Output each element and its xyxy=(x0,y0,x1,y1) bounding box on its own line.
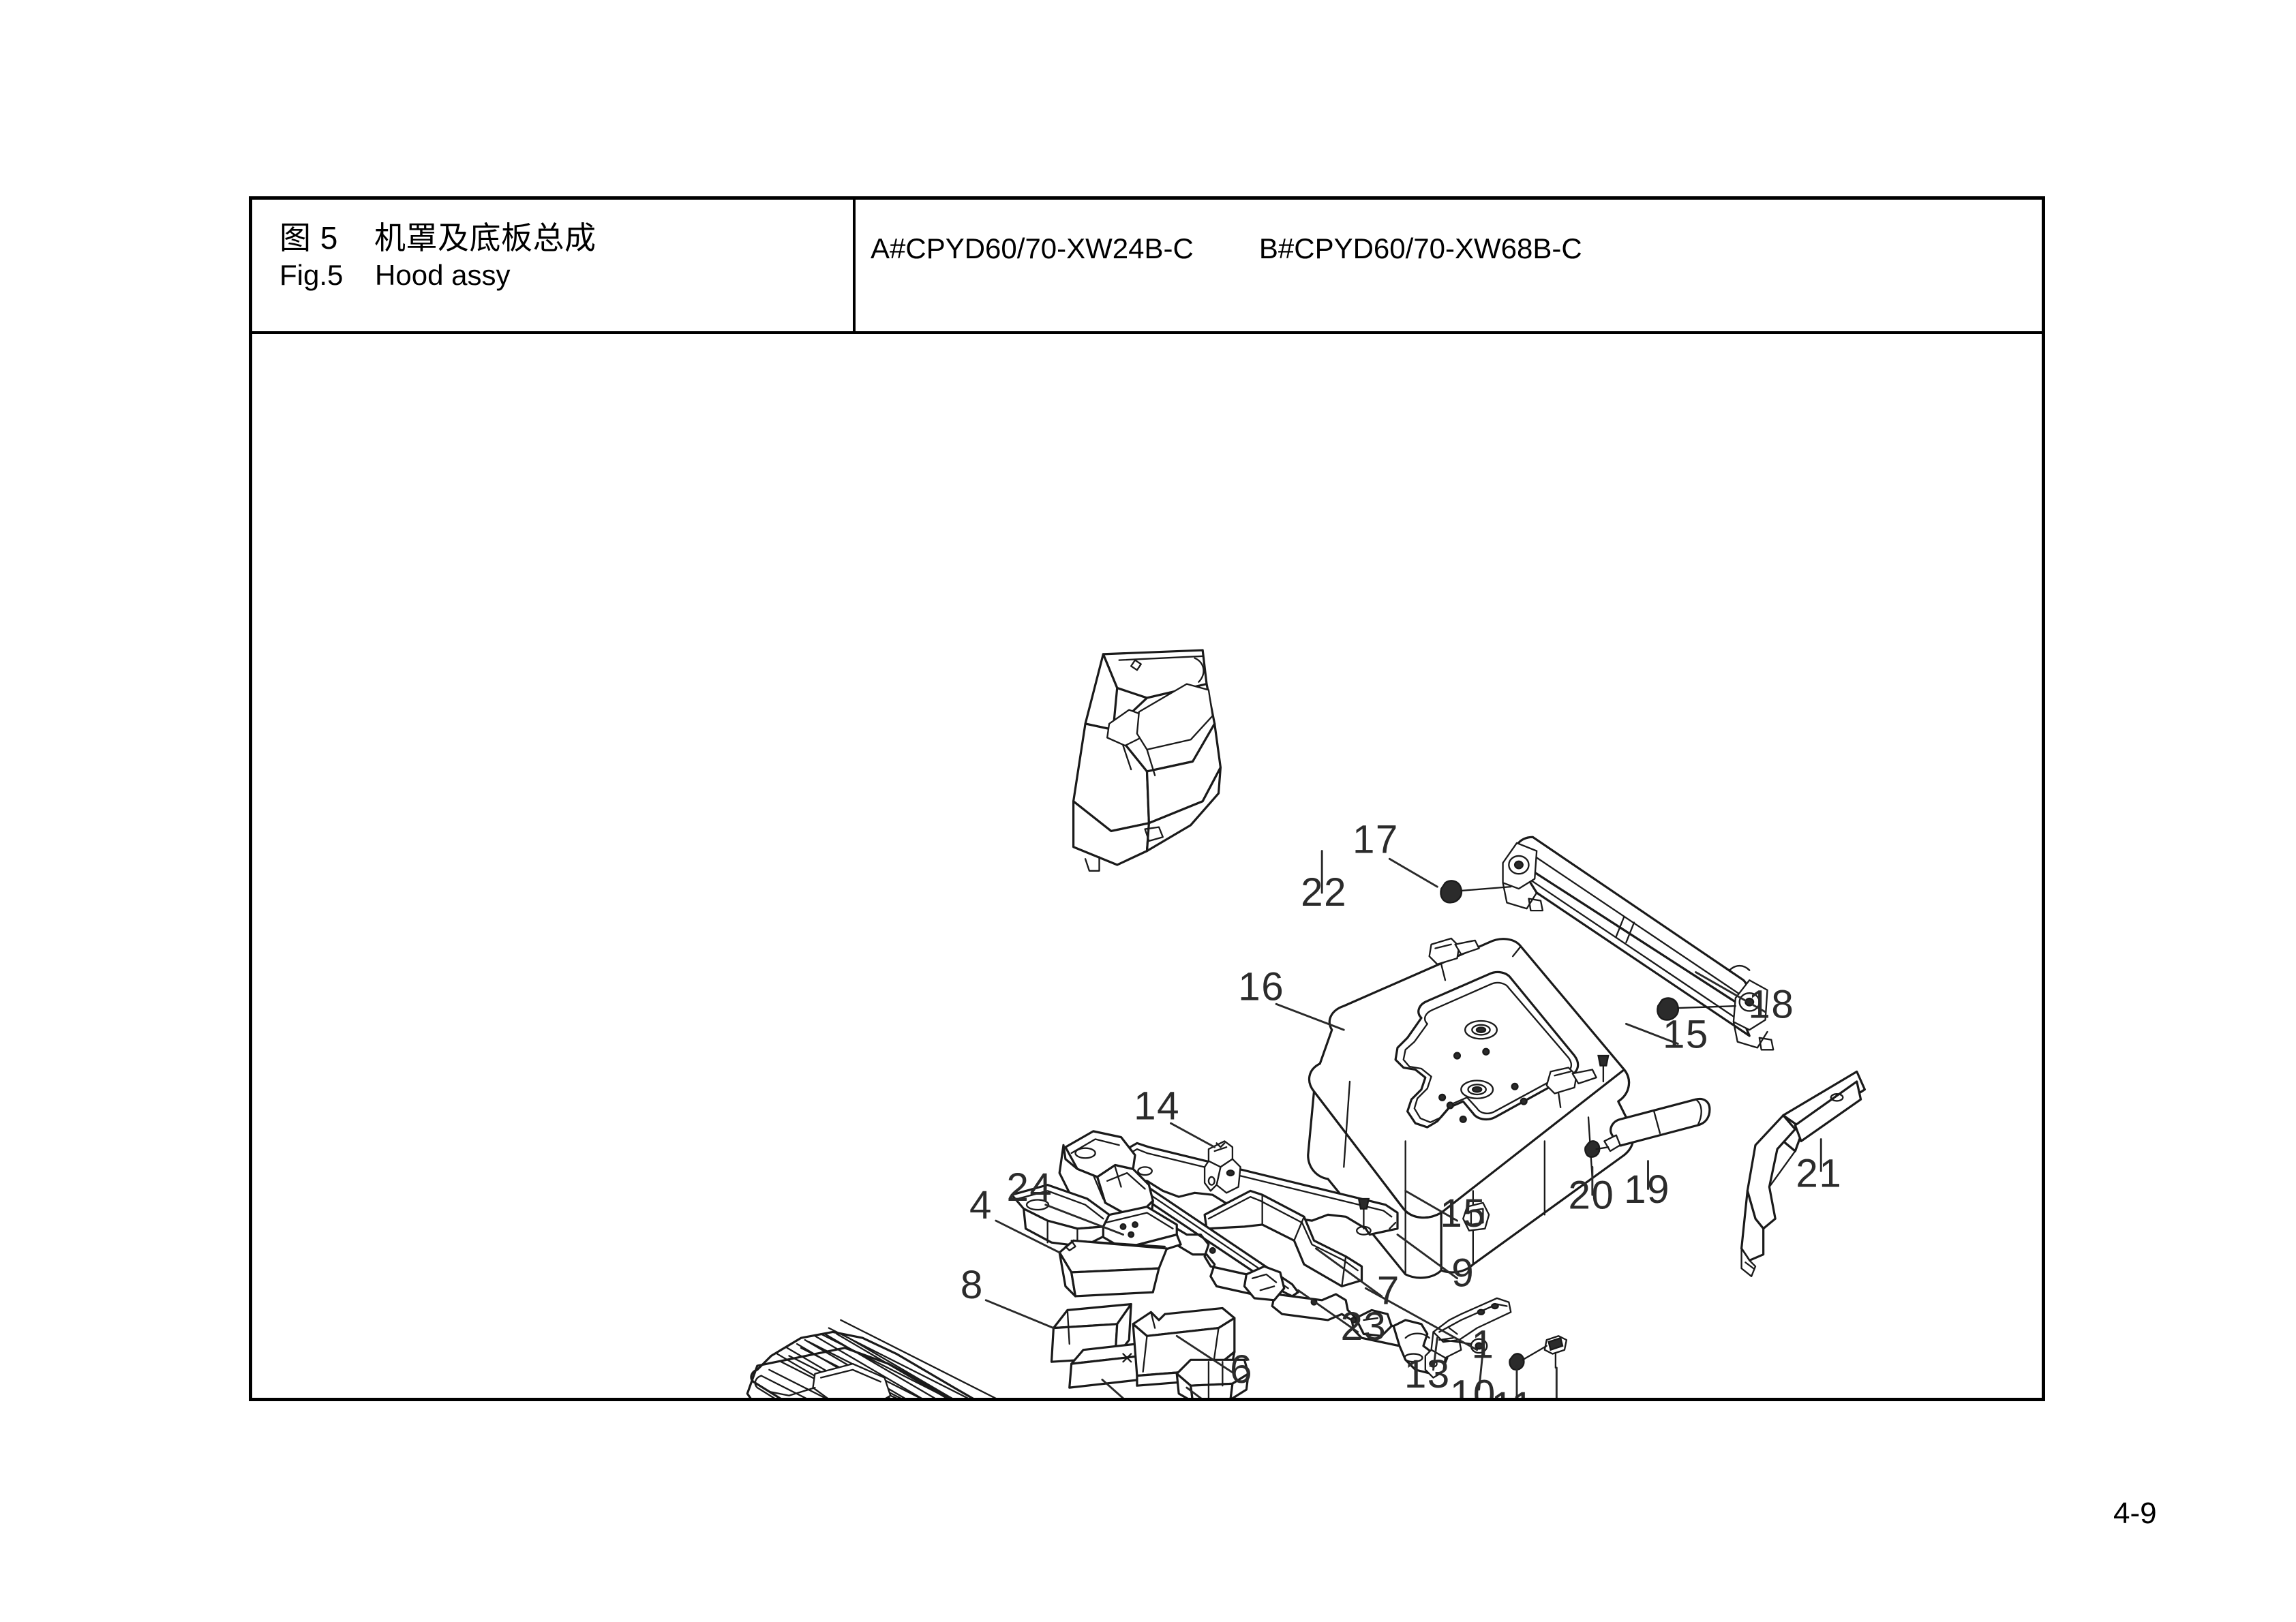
callout-number-18: 18 xyxy=(1748,983,1794,1027)
model-code-a: A#CPYD60/70-XW24B-C xyxy=(871,232,1194,264)
callout-number-13: 13 xyxy=(1404,1352,1451,1396)
callout-number-5: 5 xyxy=(1141,1394,1164,1398)
callout-number-7: 7 xyxy=(1377,1269,1400,1313)
part-11-nut xyxy=(1509,1353,1525,1371)
callout-number-15: 15 xyxy=(1663,1012,1709,1056)
drawing-frame: 图 5 机罩及底板总成 Fig.5 Hood assy A#CPYD60/70-… xyxy=(249,196,2045,1401)
callout-leader-15 xyxy=(1625,1022,1679,1045)
callout-number-21: 21 xyxy=(1796,1152,1842,1196)
callout-number-22: 22 xyxy=(1301,870,1347,915)
callout-leader-18 xyxy=(1695,971,1767,1013)
callout-leader-13 xyxy=(1432,1336,1438,1371)
figure-title-cn: 图 5 机罩及底板总成 xyxy=(280,220,596,256)
callout-number-1: 1 xyxy=(1471,1322,1494,1366)
callout-number-15b: 15 xyxy=(1440,1191,1486,1236)
callout-number-12: 12 xyxy=(1530,1394,1576,1398)
callout-leader-5 xyxy=(1101,1379,1124,1398)
part-7-square-tube-rail xyxy=(1203,1189,1363,1287)
callout-leader-9 xyxy=(1396,1234,1458,1280)
callout-number-9: 9 xyxy=(1451,1251,1475,1295)
callout-leader-23 xyxy=(1297,1289,1359,1333)
part-14-small-angle-bracket xyxy=(1203,1140,1241,1194)
callout-number-16: 16 xyxy=(1238,964,1284,1009)
part-15-latch-pin-screw-right xyxy=(1597,1054,1610,1083)
part-21-side-panel-bracket xyxy=(1740,1070,1867,1277)
part-20-rod-end-pin xyxy=(1584,1140,1610,1158)
page-number: 4-9 xyxy=(2113,1497,2157,1530)
part-18-hood-support-bar xyxy=(1502,836,1774,1051)
callout-number-20: 20 xyxy=(1568,1174,1614,1218)
model-code-b: B#CPYD60/70-XW68B-C xyxy=(1258,232,1582,264)
part-2-ribbed-floor-plate xyxy=(746,1319,997,1398)
callout-leader-14 xyxy=(1170,1122,1216,1148)
callout-leader-6 xyxy=(1175,1334,1236,1375)
title-block-figure-cell: 图 5 机罩及底板总成 Fig.5 Hood assy xyxy=(252,200,856,331)
callout-leader-1 xyxy=(1364,1287,1479,1351)
callout-leader-8 xyxy=(984,1299,1055,1330)
callout-leader-7 xyxy=(1314,1247,1383,1298)
callout-number-17: 17 xyxy=(1353,818,1399,862)
callout-leader-24 xyxy=(1044,1204,1124,1236)
callout-number-6: 6 xyxy=(1230,1347,1253,1392)
part-15-latch-pin-screw-plate xyxy=(1357,1197,1370,1229)
callout-number-14: 14 xyxy=(1134,1084,1180,1128)
callout-number-8: 8 xyxy=(961,1263,984,1307)
part-3-small-block-bracket xyxy=(1175,1358,1250,1398)
figure-title-en: Fig.5 Hood assy xyxy=(280,259,511,292)
title-block: 图 5 机罩及底板总成 Fig.5 Hood assy A#CPYD60/70-… xyxy=(252,200,2042,334)
callout-number-24: 24 xyxy=(1007,1165,1053,1210)
part-16-hood-cover xyxy=(1307,937,1635,1279)
callout-leader-16 xyxy=(1275,1003,1345,1031)
callout-number-10: 10 xyxy=(1450,1372,1496,1398)
callout-layer: 1234567891011121314151516171819202122232… xyxy=(961,818,1842,1398)
callout-number-4: 4 xyxy=(969,1183,993,1227)
part-13-hinge-bracket xyxy=(1424,1297,1512,1379)
part-12-hex-bolt xyxy=(1522,1335,1568,1369)
part-17-rubber-bush-right xyxy=(1657,997,1736,1021)
part-17-rubber-bush xyxy=(1440,880,1512,904)
model-row: A#CPYD60/70-XW24B-C B#CPYD60/70-XW68B-C xyxy=(871,232,2042,265)
drawing-canvas: 1234567891011121314151516171819202122232… xyxy=(252,334,2042,1398)
callout-leader-4 xyxy=(995,1219,1061,1254)
callout-number-11: 11 xyxy=(1491,1384,1534,1398)
part-22-air-filter-housing-cover xyxy=(1072,649,1222,872)
callout-leader-10 xyxy=(1478,1349,1484,1391)
callout-leader-3 xyxy=(1185,1386,1203,1398)
callout-number-23: 23 xyxy=(1341,1304,1387,1349)
callout-number-19: 19 xyxy=(1624,1167,1670,1212)
part-4-wedge-block xyxy=(1058,1239,1168,1298)
exploded-view-illustration: 1234567891011121314151516171819202122232… xyxy=(746,649,1867,1398)
callout-leader-17 xyxy=(1388,857,1438,888)
title-block-model-cell: A#CPYD60/70-XW24B-C B#CPYD60/70-XW68B-C xyxy=(856,200,2042,331)
callout-leader-15b xyxy=(1404,1189,1458,1222)
